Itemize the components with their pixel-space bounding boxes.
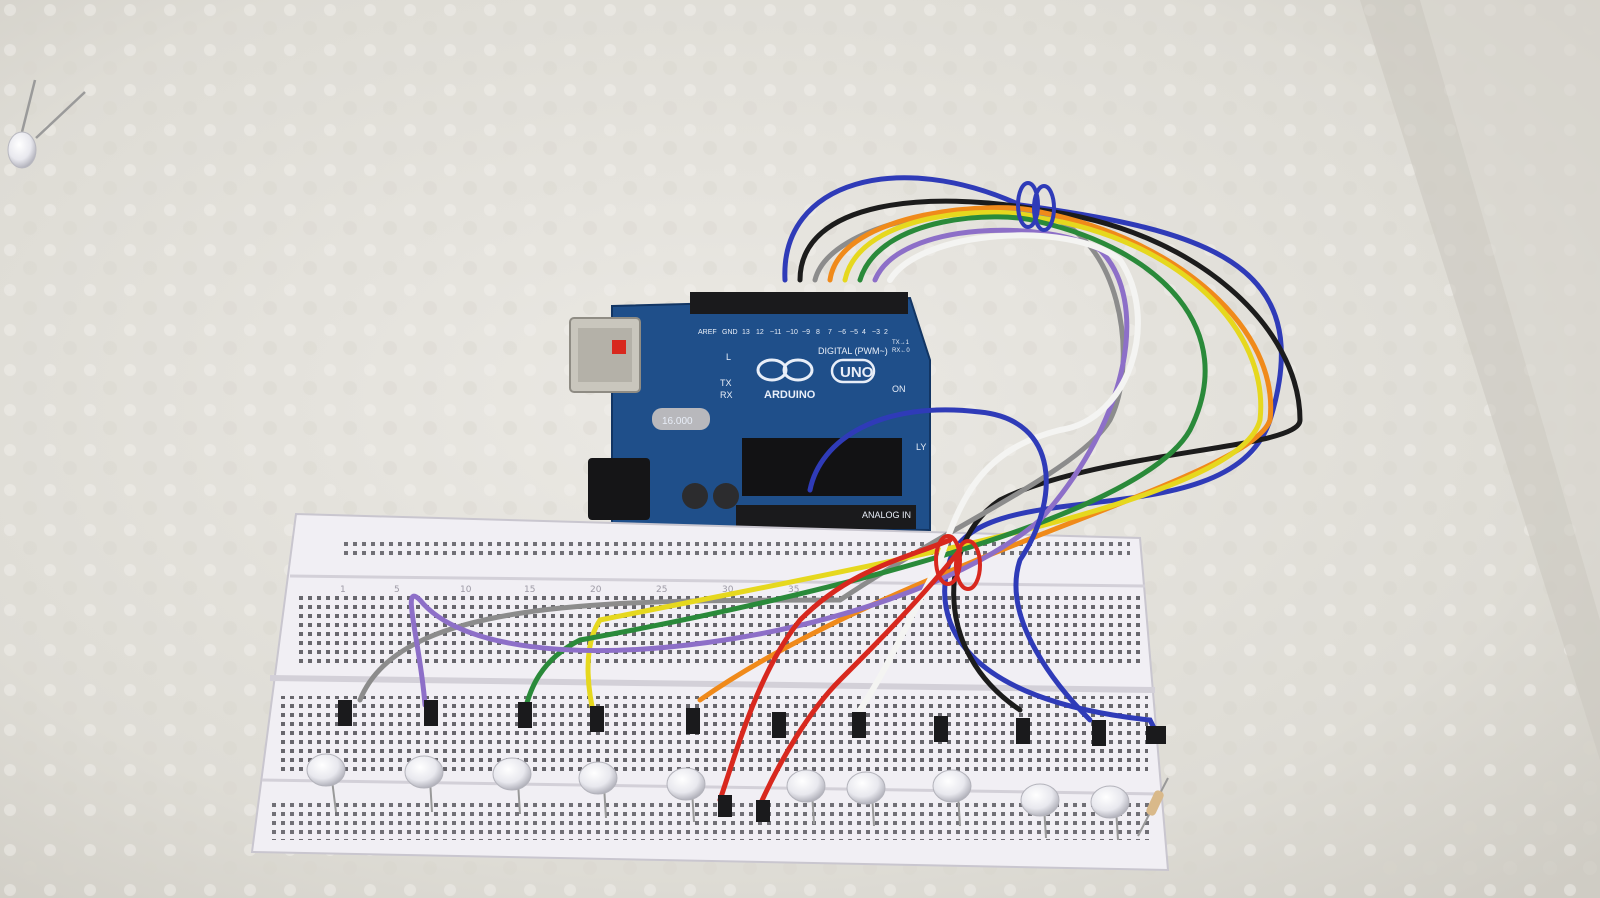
- led: [306, 753, 346, 813]
- wire-white: [857, 232, 1141, 713]
- led: [578, 761, 618, 819]
- analog-header-label: ANALOG IN: [862, 510, 911, 520]
- capacitor: [713, 483, 739, 509]
- wire-tie-bottom: [934, 534, 982, 591]
- pin-label: ~5: [850, 329, 858, 336]
- power-rail-bottom: [272, 800, 1152, 840]
- l-led-label: L: [726, 352, 731, 362]
- led-row: [306, 753, 1130, 841]
- wire-tie-top: [1016, 181, 1056, 232]
- pin-label: ~11: [770, 329, 781, 336]
- led: [846, 771, 886, 827]
- digital-header: [690, 292, 908, 314]
- towel-fold: [1360, 0, 1600, 760]
- loose-led: [7, 79, 86, 169]
- wire-red: [717, 537, 953, 803]
- reset-button: [612, 340, 626, 354]
- pin-label: 8: [816, 329, 820, 336]
- arduino-logo: [756, 358, 876, 384]
- pin-label: ~9: [802, 329, 810, 336]
- pin-label: 2: [884, 329, 888, 336]
- led: [492, 757, 532, 815]
- model-label: UNO: [840, 364, 874, 381]
- power-jack: [588, 458, 650, 520]
- pin-label: TX→1: [892, 340, 910, 346]
- pin-label: 7: [828, 329, 832, 336]
- wire-red-2: [757, 547, 963, 808]
- tx-label: TX: [720, 378, 732, 388]
- column-number: 30: [722, 585, 734, 595]
- led: [932, 769, 972, 827]
- wire-blue-analog: [807, 407, 1093, 723]
- column-number: 25: [656, 585, 667, 595]
- led: [1020, 783, 1060, 839]
- pin-label: 4: [862, 329, 866, 336]
- led: [404, 755, 444, 813]
- resistor: [1137, 777, 1169, 837]
- pin-label: ~10: [786, 329, 798, 336]
- column-number: 20: [590, 585, 602, 595]
- pin-label: AREF: [698, 329, 717, 336]
- wire-yellow: [585, 209, 1264, 723]
- jumper-wires: [357, 175, 1303, 808]
- pin-label: ~6: [838, 329, 846, 336]
- pin-label: ~3: [872, 329, 880, 336]
- pin-label: 13: [742, 329, 750, 336]
- led: [1090, 785, 1130, 841]
- column-number: 5: [394, 585, 400, 595]
- arduino-uno-board: 16.000 UNO ARDUINO DIGITAL (PWM~) ANALOG…: [569, 292, 931, 532]
- crystal: [652, 408, 710, 430]
- capacitor: [682, 483, 708, 509]
- digital-header-label: DIGITAL (PWM~): [818, 346, 888, 356]
- atmega-chip: [742, 438, 902, 496]
- column-number: 1: [340, 585, 346, 595]
- pin-label: 12: [756, 329, 764, 336]
- led: [666, 767, 706, 823]
- pin-label: GND: [722, 329, 738, 336]
- led: [786, 769, 826, 825]
- brand-label: ARDUINO: [764, 389, 816, 401]
- ly-label: LY: [916, 442, 926, 452]
- column-number: 35: [788, 585, 799, 595]
- on-led-label: ON: [892, 384, 906, 394]
- column-number: 10: [460, 585, 472, 595]
- column-number: 15: [524, 585, 535, 595]
- wire-green: [522, 214, 1208, 713]
- analog-header: [736, 505, 916, 529]
- crystal-label: 16.000: [662, 416, 693, 427]
- jumper-connectors: [338, 700, 1166, 822]
- rx-label: RX: [720, 390, 733, 400]
- pin-label: RX←0: [892, 348, 910, 354]
- towel-fold-right: [1420, 0, 1600, 620]
